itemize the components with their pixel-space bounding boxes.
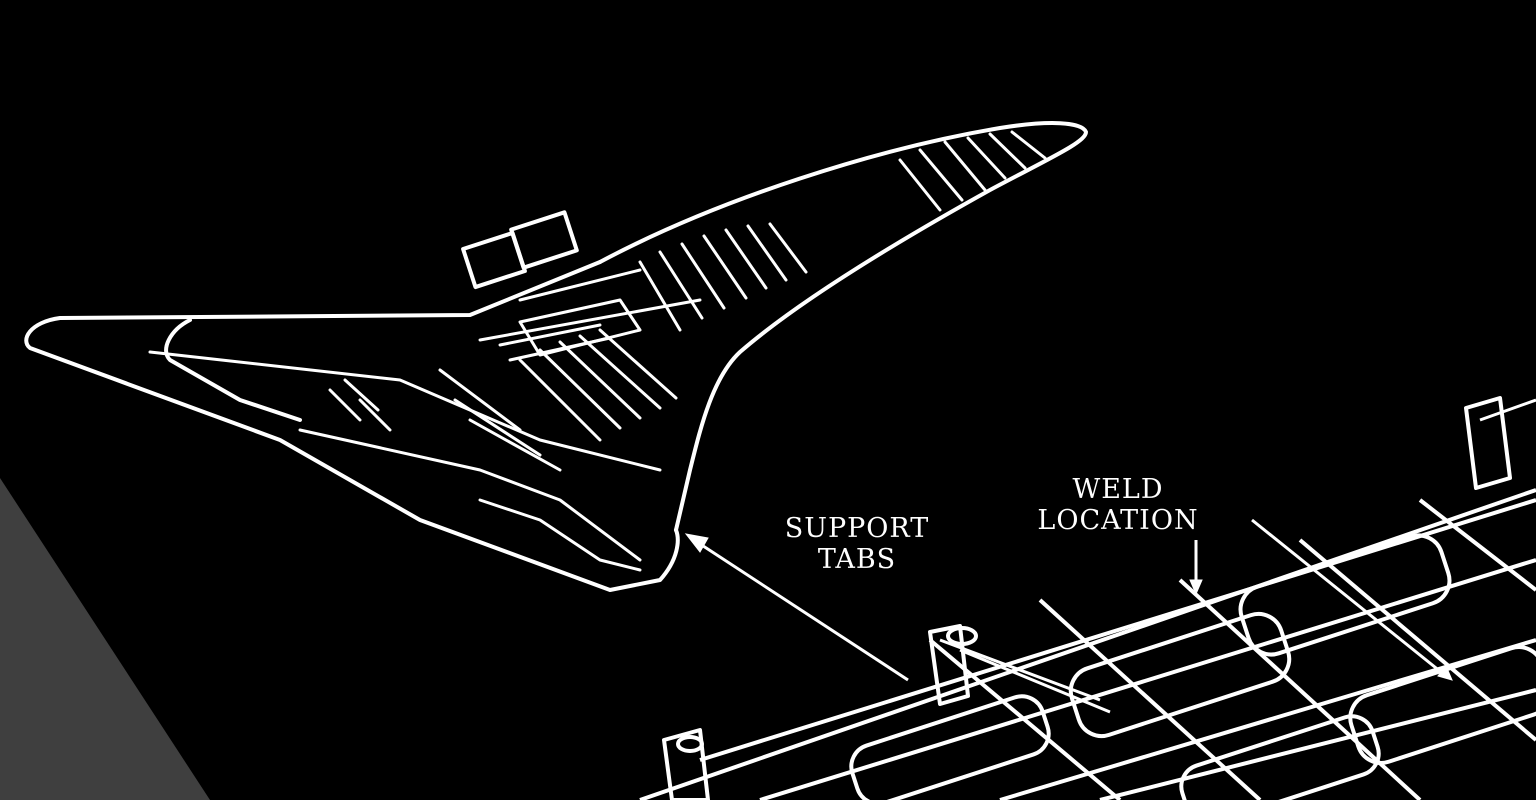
- weld-location-line-1: WELD: [1072, 474, 1164, 505]
- grid-panel: [1179, 714, 1381, 800]
- support-tab-post: [662, 728, 710, 800]
- support-tab-post: [928, 624, 970, 706]
- weld-location-label: WELD LOCATION: [1008, 474, 1228, 536]
- weld-location-leader: [1189, 518, 1453, 681]
- grid-panel: [1348, 645, 1536, 765]
- support-tabs-leader: [684, 533, 909, 682]
- vehicle-pod-right: [509, 210, 579, 270]
- support-tabs-line-1: SUPPORT: [784, 513, 930, 544]
- grid-panel: [1068, 611, 1292, 739]
- support-frame: [639, 396, 1536, 800]
- vehicle-hatching: [328, 130, 1047, 472]
- support-tab-post: [1464, 396, 1512, 490]
- support-tabs-line-2: TABS: [817, 544, 897, 575]
- corner-shade: [0, 478, 210, 800]
- weld-location-line-2: LOCATION: [1037, 505, 1199, 536]
- vehicle-fuselage: [598, 121, 1088, 532]
- vehicle-drawing: [24, 121, 1088, 592]
- support-tabs-label: SUPPORT TABS: [762, 513, 952, 575]
- vehicle-wing: [24, 260, 680, 592]
- grid-panel: [1238, 533, 1452, 657]
- grid-panel: [849, 694, 1051, 800]
